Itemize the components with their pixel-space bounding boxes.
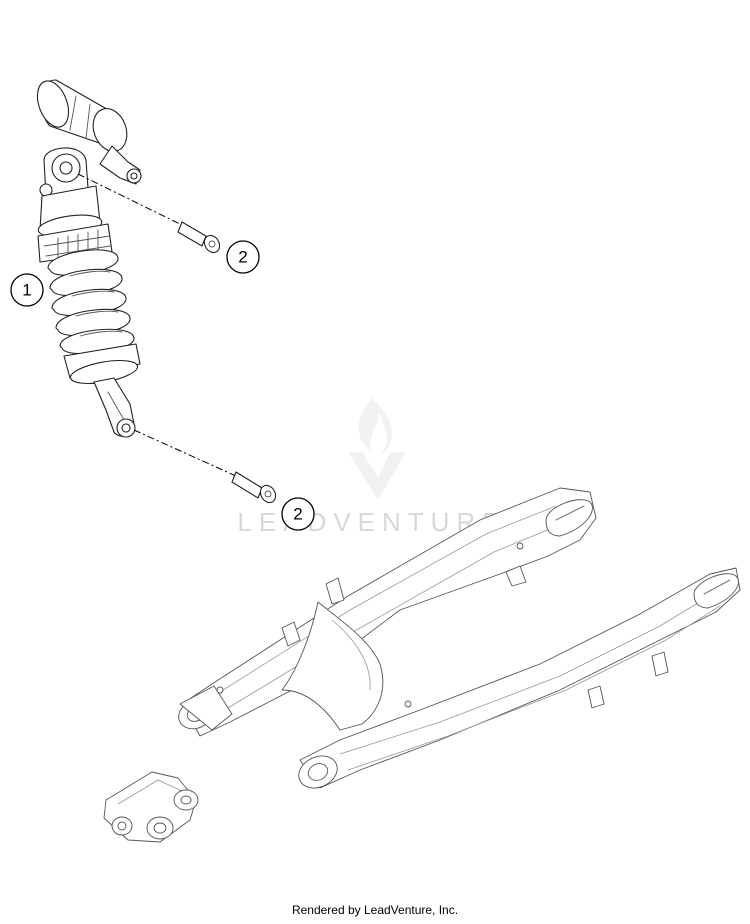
callout-2-lower-label: 2 bbox=[293, 505, 302, 524]
shock-absorber-icon[interactable] bbox=[32, 77, 142, 438]
callout-2-upper-label: 2 bbox=[238, 248, 247, 267]
footer-credit: Rendered by LeadVenture, Inc. bbox=[291, 903, 459, 917]
bolt-icon[interactable] bbox=[133, 429, 279, 505]
swingarm-icon[interactable] bbox=[174, 487, 741, 794]
linkage-icon[interactable] bbox=[103, 771, 199, 843]
bolt-icon[interactable] bbox=[77, 173, 223, 255]
leadventure-logo-icon bbox=[348, 398, 406, 500]
callout-1[interactable]: 1 bbox=[10, 273, 44, 307]
callout-2-lower[interactable]: 2 bbox=[281, 497, 315, 531]
callout-1-label: 1 bbox=[22, 281, 31, 300]
watermark-text: LEADVENTURE bbox=[237, 507, 506, 537]
callout-2-upper[interactable]: 2 bbox=[226, 240, 260, 274]
